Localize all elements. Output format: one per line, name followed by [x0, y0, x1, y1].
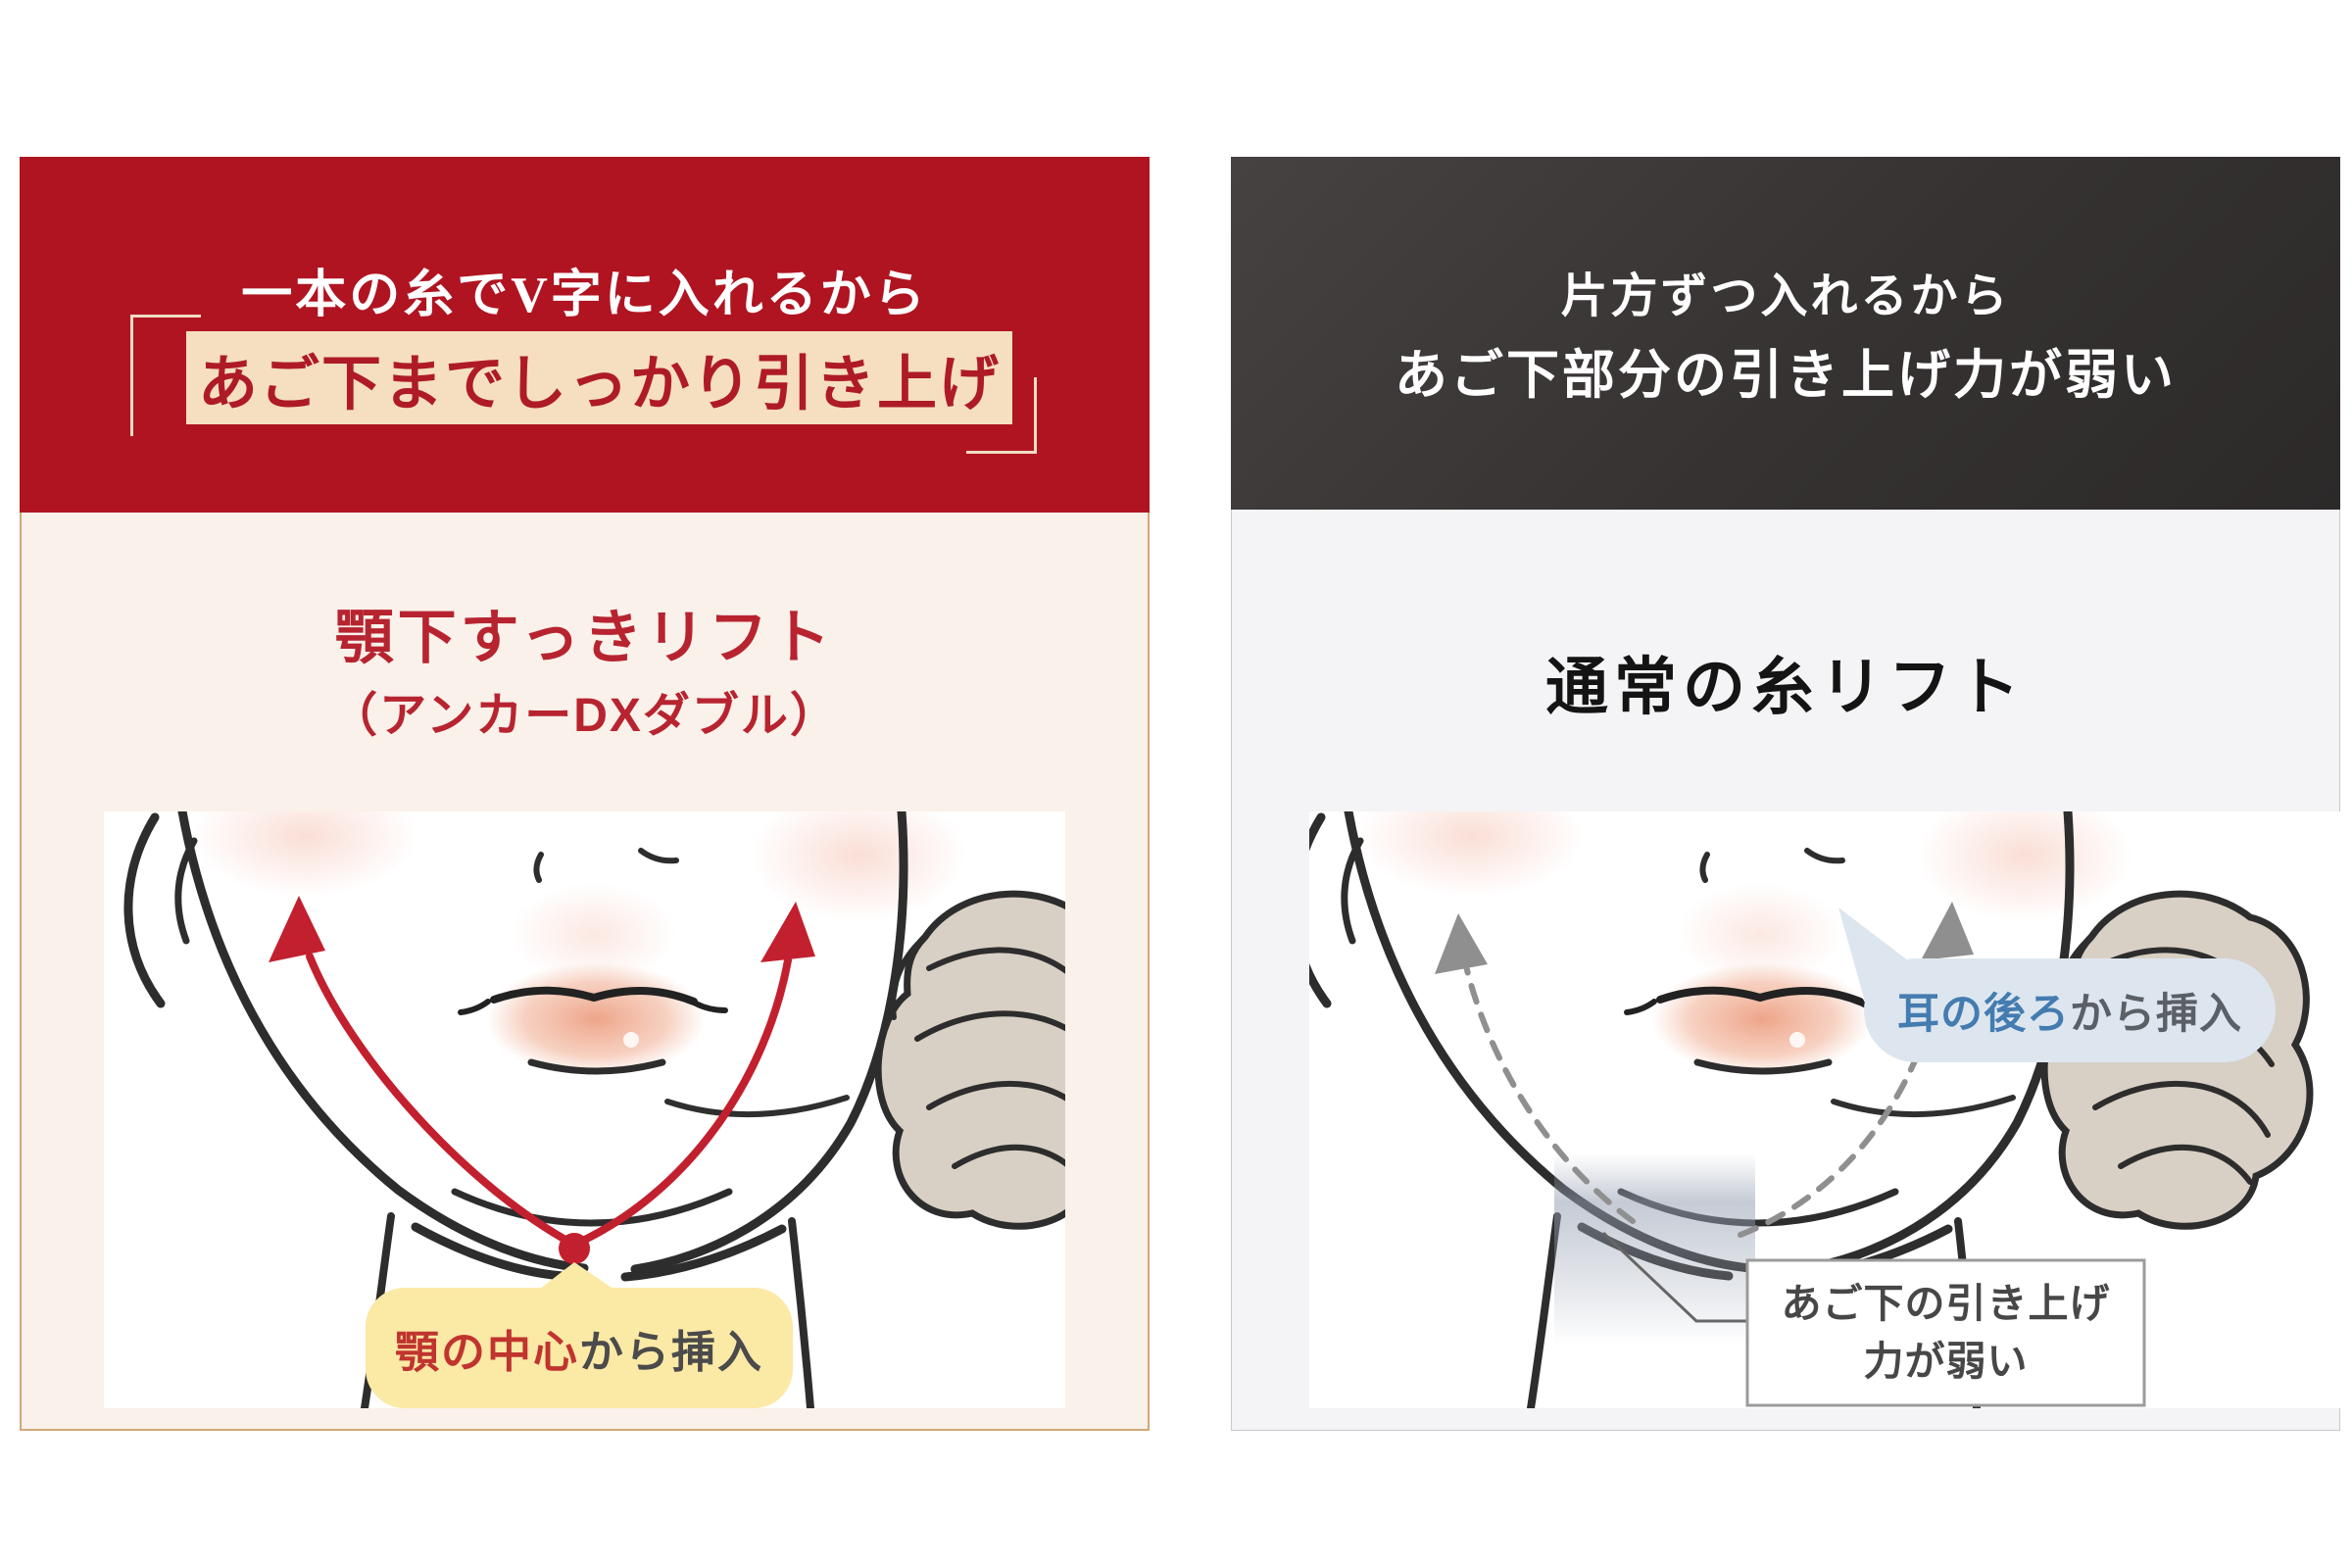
left-highlight-box: あご下までしっかり引き上げ [186, 331, 1012, 424]
weak-callout-line1: あご下の引き上げ [1781, 1280, 2111, 1326]
bracket-top-left-vertical [130, 315, 133, 436]
chin-insertion-dot [559, 1233, 590, 1264]
weak-callout-line2: 力が弱い [1863, 1339, 2029, 1384]
chin-callout-emphasis: 顎の中心 [394, 1327, 579, 1377]
ear-callout-emphasis: 耳の後ろ [1897, 991, 2070, 1038]
chin-callout-rest: から挿入 [579, 1327, 764, 1377]
bracket-bottom-right-vertical [1034, 377, 1037, 454]
chin-callout-label: 顎の中心から挿入 [366, 1288, 793, 1408]
blue-callout-pointer [1838, 907, 1921, 1019]
yellow-callout-pointer [531, 1262, 623, 1296]
left-face-drawing [104, 811, 1065, 1408]
right-panel-header [1231, 157, 2340, 510]
gray-arrowhead-right [1921, 902, 1974, 960]
left-highlight-text: あご下までしっかり引き上げ [197, 352, 1001, 417]
weak-area-shade [1554, 1154, 1755, 1346]
right-face-illustration: 耳の後ろから挿入 あご下の引き上げ 力が弱い [1309, 811, 2340, 1408]
left-face-illustration: 顎の中心から挿入 [104, 811, 1065, 1408]
right-face-drawing [1309, 811, 2340, 1408]
left-procedure-title: 顎下すっきリフト [334, 605, 835, 670]
gray-arrowhead-left [1435, 913, 1488, 974]
right-header-text-line1: 片方ずつ入れるから [1560, 270, 2011, 322]
blue-callout-bubble [1864, 958, 2276, 1062]
weak-callout-box [1745, 1258, 2146, 1407]
bracket-bottom-right-horizontal [966, 451, 1037, 454]
callout-connector-line [1601, 1231, 1747, 1323]
right-procedure-title: 通常の糸リフト [1545, 652, 2026, 722]
yellow-callout-bubble [366, 1288, 793, 1408]
red-arrowhead-left [269, 896, 325, 962]
red-v-thread-lines [306, 953, 792, 1249]
weak-callout-label: あご下の引き上げ 力が弱い [1747, 1264, 2144, 1401]
left-procedure-subtitle: （アンカーDXダブル） [330, 690, 839, 742]
left-header-text: 一本の糸でV字に入れるから [241, 268, 928, 323]
right-header-text-line2: あご下部分の引き上げ力が弱い [1395, 346, 2177, 405]
bracket-top-left-horizontal [130, 315, 201, 318]
red-arrowhead-right [760, 902, 815, 962]
ear-callout-label: 耳の後ろから挿入 [1864, 958, 2276, 1062]
ear-callout-rest: から挿入 [2070, 991, 2242, 1038]
